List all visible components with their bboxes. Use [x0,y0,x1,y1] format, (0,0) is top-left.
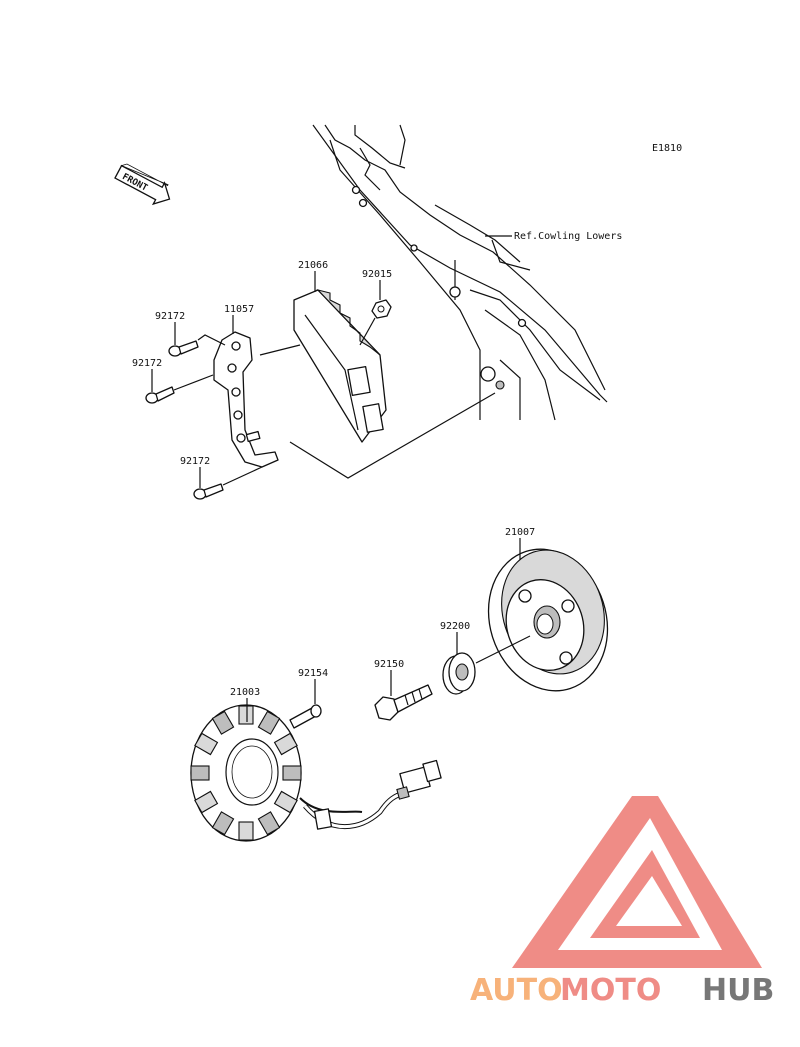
ref-cowling-label: Ref.Cowling Lowers [514,231,622,242]
rotor-21007 [487,548,609,692]
bolt-92150 [374,684,433,721]
stator-tooth [194,732,219,756]
frame-section [312,124,608,421]
stator-tooth [211,811,235,836]
frame-bolt-hole-1-icon [351,185,361,195]
label-92172-b: 92172 [132,358,162,369]
stator-tooth [257,710,281,735]
regulator-21066 [293,289,387,443]
stator-tooth [194,790,219,814]
label-92154: 92154 [298,668,328,679]
stator-tooth [190,765,210,781]
automotohub-logo: AUTO MOTO HUB [470,796,774,1008]
screw-92172-a [168,340,199,357]
screw-92172-c [193,483,224,500]
frame-boss-2-icon [480,366,496,382]
frame-boss-3-icon [495,380,505,390]
stator-tooth [273,732,298,756]
frame-bolt-hole-4-icon [517,318,527,328]
label-92172-a: 92172 [155,311,185,322]
washer-92200 [442,652,476,695]
stator-21003 [190,704,442,842]
logo-text-auto: AUTO [470,973,563,1008]
front-arrow-icon: FRONT [114,163,171,206]
frame-bolt-hole-2-icon [358,198,368,208]
label-92015: 92015 [362,269,392,280]
frame-boss-1-icon [449,286,461,298]
logo-text-moto: MOTO [560,973,661,1008]
logo-text-hub: HUB [702,973,774,1008]
label-21066: 21066 [298,260,328,271]
stator-tooth [238,821,254,841]
stator-tooth [282,765,302,781]
bracket-11057 [213,331,279,468]
label-92200: 92200 [440,621,470,632]
label-21003: 21003 [230,687,260,698]
stator-tooth [211,710,235,735]
screw-92172-b [145,386,175,404]
label-92172-c: 92172 [180,456,210,467]
stator-tooth [257,811,281,836]
label-11057: 11057 [224,304,254,315]
screw-92154 [289,704,322,729]
nut-92015 [371,299,392,319]
label-21007: 21007 [505,527,535,538]
stator-tooth [238,705,254,725]
label-92150: 92150 [374,659,404,670]
frame-bolt-hole-3-icon [410,244,418,252]
stator-tooth [273,790,298,814]
diagram-code: E1810 [652,143,682,154]
